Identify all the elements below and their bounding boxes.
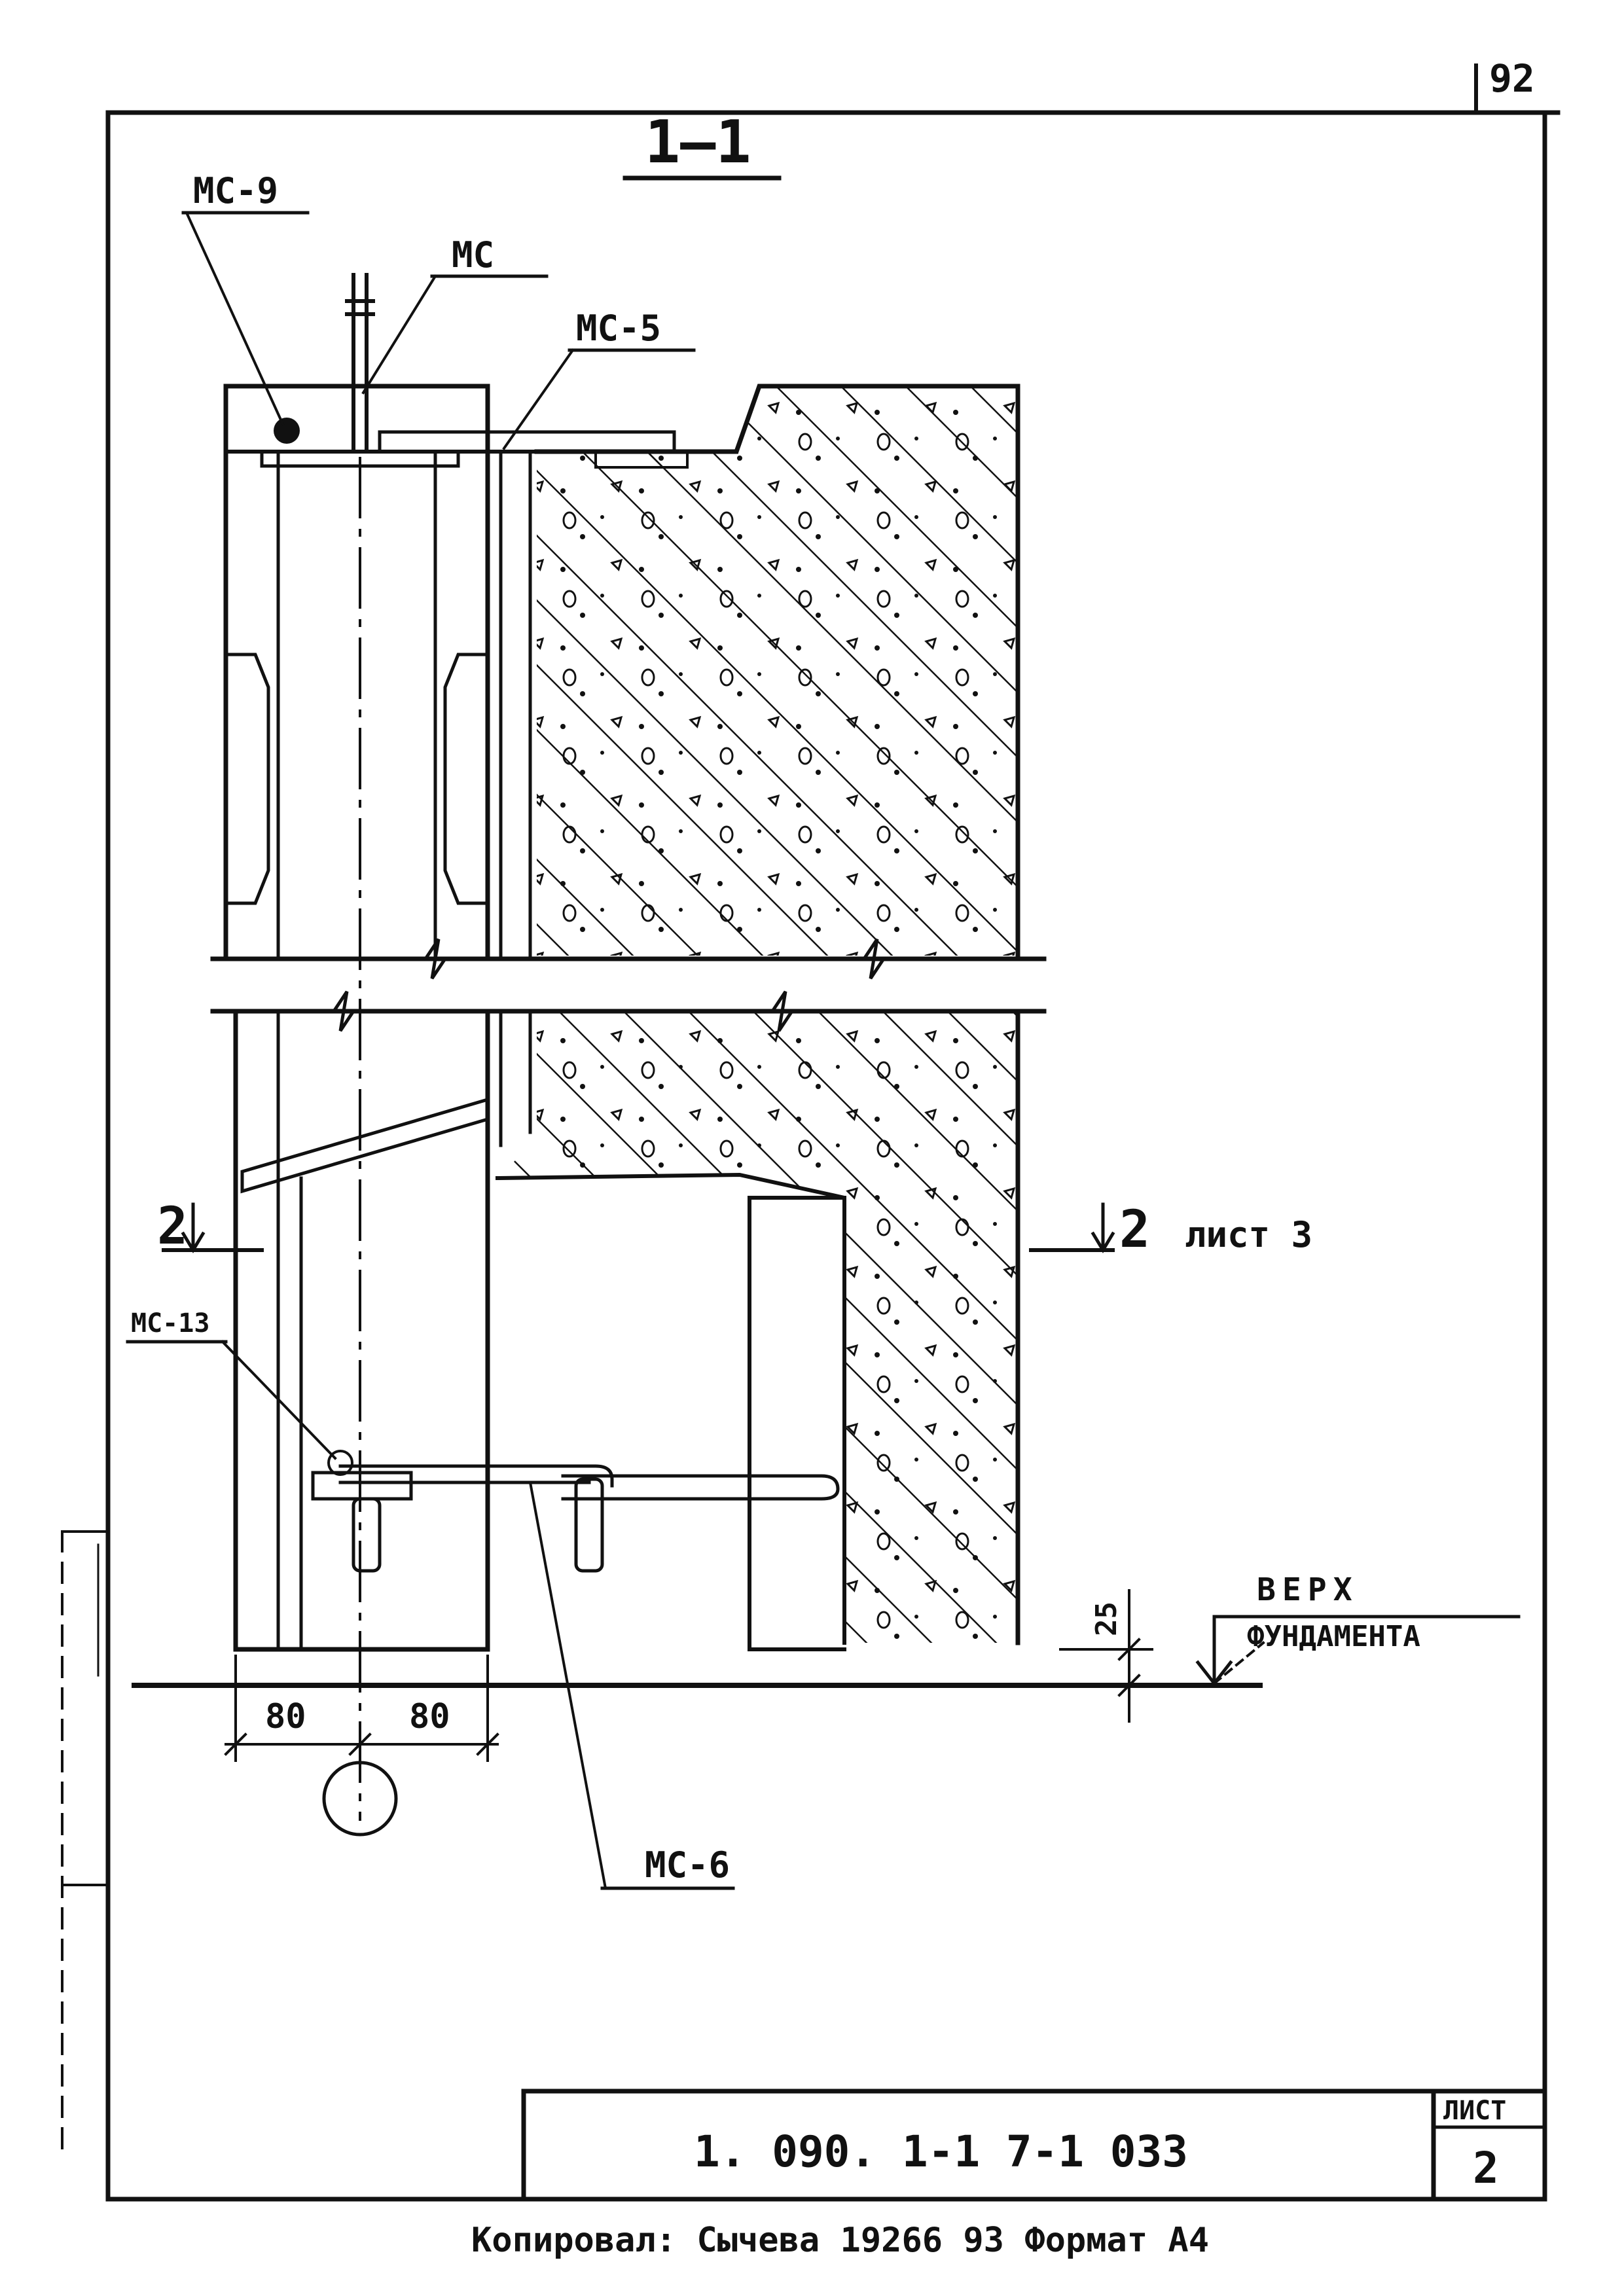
dimension-left-80: 80 — [265, 1697, 306, 1736]
break-lines — [210, 938, 1047, 1032]
level-mark-line2: ФУНДАМЕНТА — [1247, 1620, 1420, 1653]
axis-marker-circle — [322, 1761, 398, 1837]
section-mark-left-number: 2 — [157, 1197, 188, 1256]
callout-mc13: МС-13 — [131, 1308, 209, 1338]
section-mark-right-reference: лист 3 — [1185, 1214, 1312, 1255]
callout-mc9: МС-9 — [193, 170, 278, 211]
anchor-bolt-top — [345, 273, 375, 454]
sheet-corner-number: 92 — [1489, 56, 1535, 101]
concrete-mass-upper — [534, 384, 1020, 958]
level-mark-line1: ВЕРХ — [1257, 1571, 1359, 1608]
section-title: 1—1 — [645, 108, 751, 177]
sheet-label: ЛИСТ — [1443, 2096, 1506, 2126]
dimension-80-80 — [224, 1655, 499, 1762]
level-mark — [1195, 1615, 1521, 1687]
column-lower — [233, 1009, 846, 1652]
concrete-mass-lower — [495, 1009, 1020, 1645]
sheet-number: 2 — [1473, 2143, 1499, 2193]
callout-mc6: МС-6 — [645, 1844, 730, 1886]
footer-copy-note: Копировал: Сычева 19266 93 Формат А4 — [471, 2221, 1209, 2260]
section-mark-right-number: 2 — [1119, 1200, 1150, 1259]
document-code: 1. 090. 1-1 7-1 033 — [694, 2126, 1188, 2177]
callout-mc: МС — [452, 234, 494, 276]
column-upper — [223, 384, 738, 958]
dimension-right-80: 80 — [409, 1697, 450, 1736]
sheet-frame — [61, 63, 1561, 2202]
title-block — [521, 2089, 1547, 2202]
mc9-bar — [274, 418, 300, 444]
section-mark-right — [1029, 1202, 1115, 1253]
dimension-25-label: 25 — [1090, 1602, 1123, 1636]
section-mark-left — [162, 1202, 264, 1253]
callout-leaders — [126, 211, 735, 1890]
dimension-25 — [1059, 1589, 1153, 1723]
callout-mc5: МС-5 — [576, 308, 661, 349]
